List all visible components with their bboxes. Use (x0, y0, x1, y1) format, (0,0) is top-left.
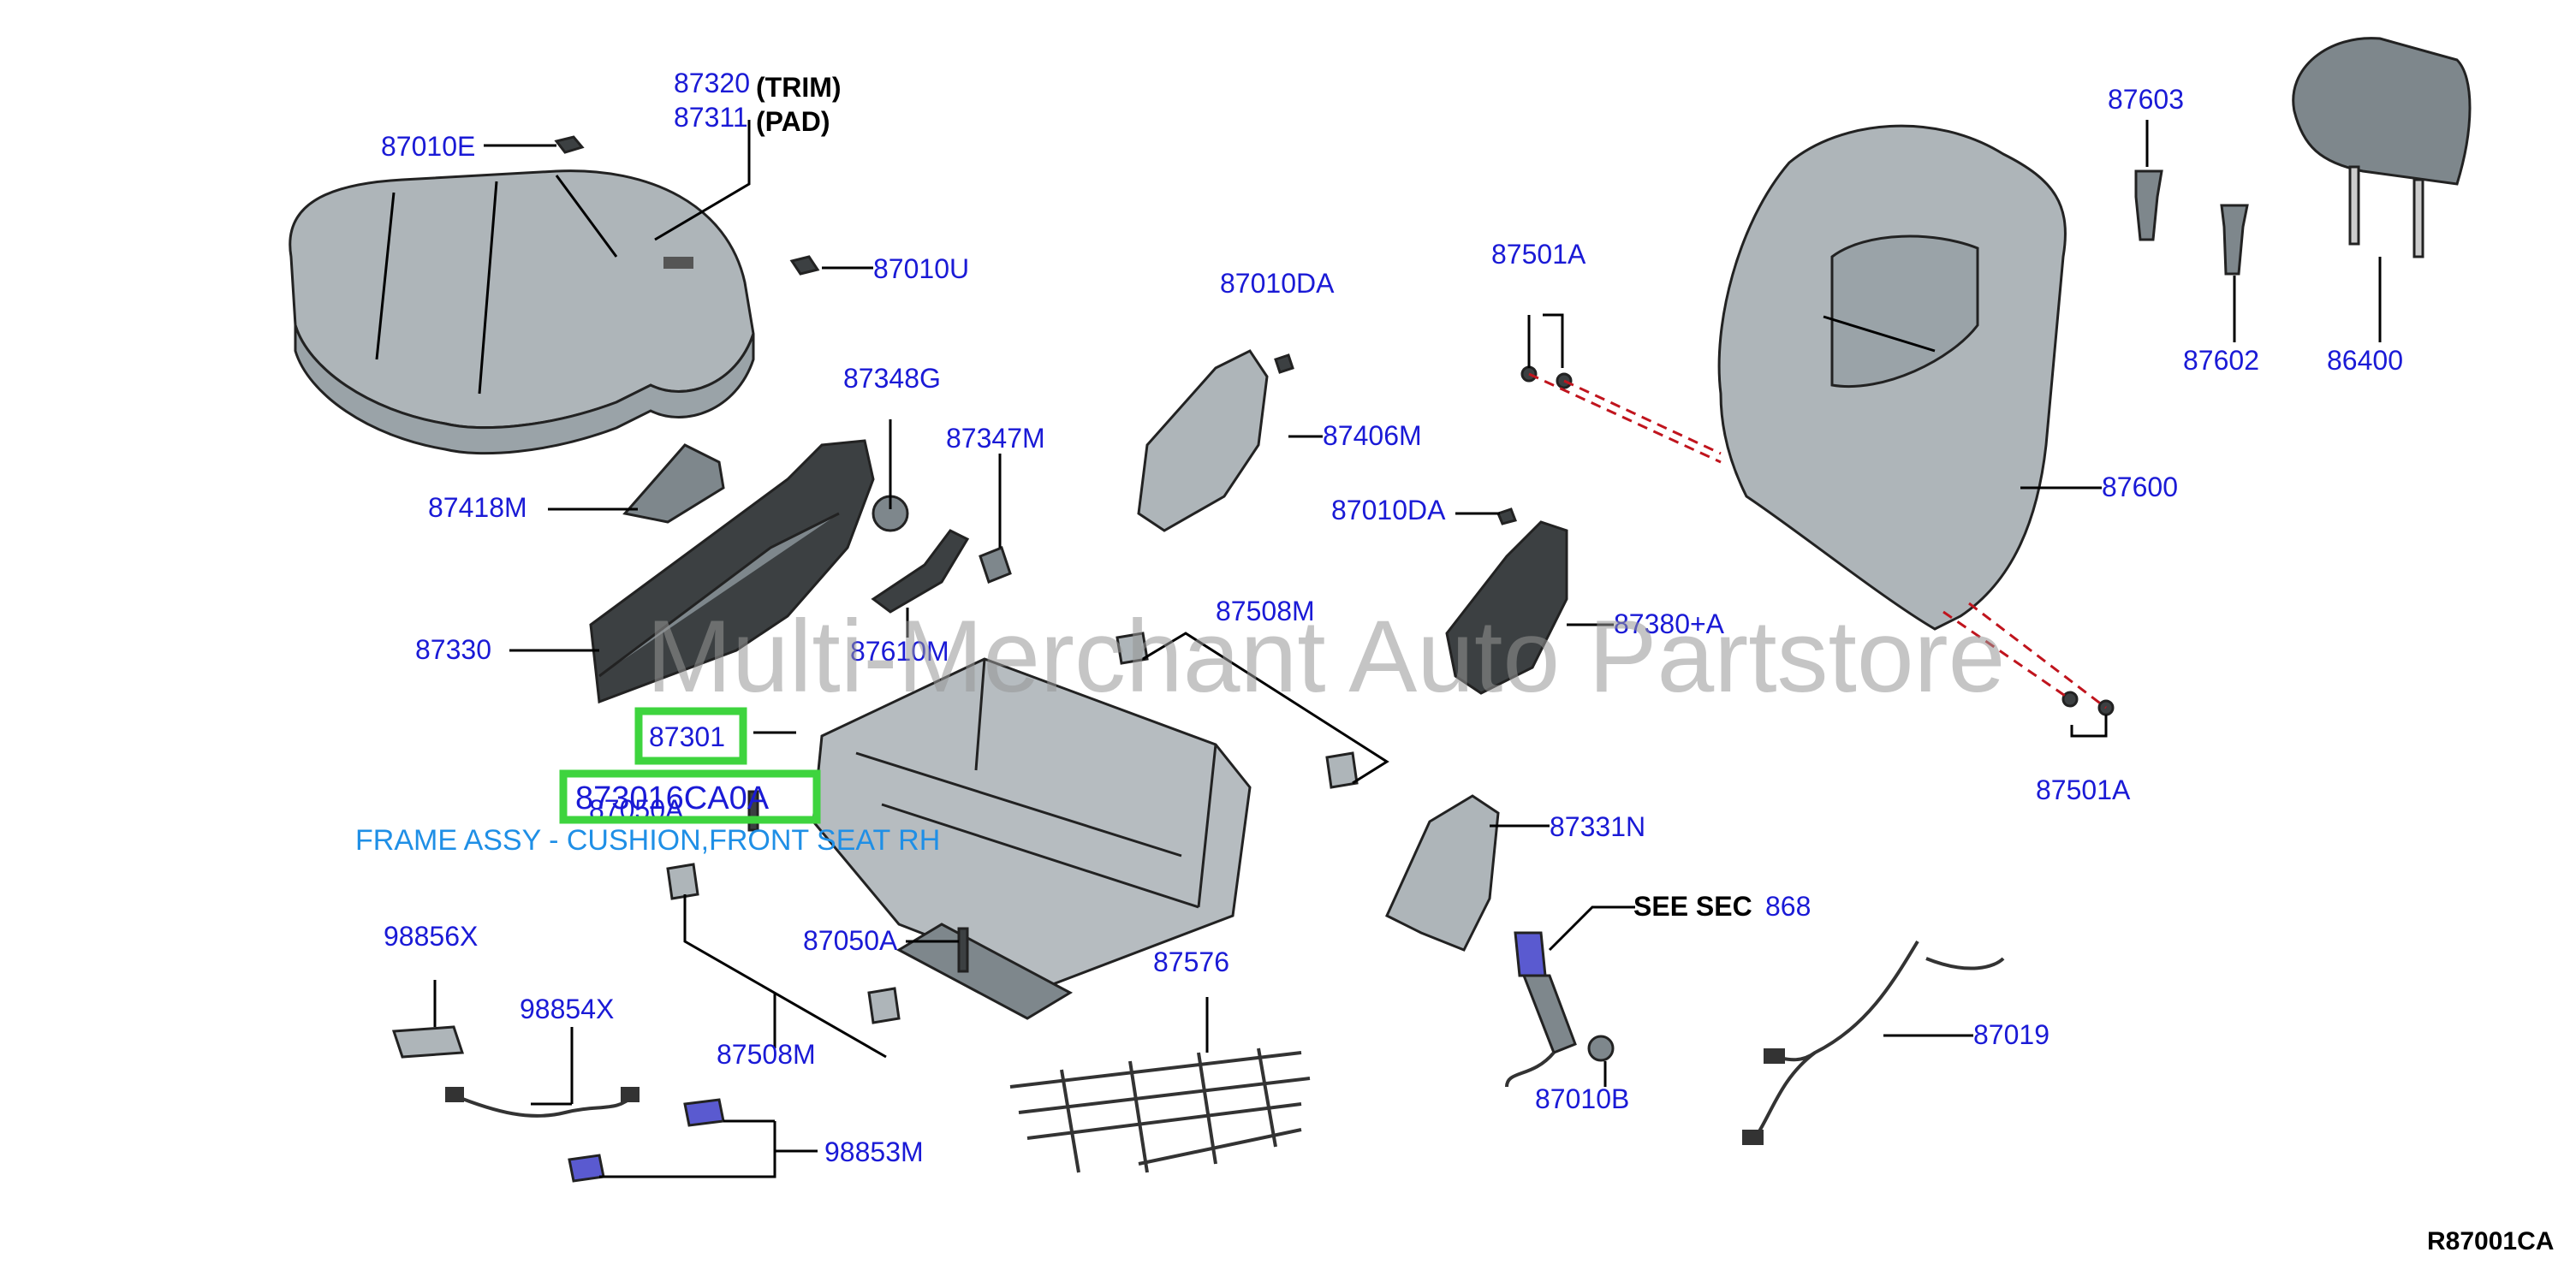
clip-87508m-top-parts (1115, 632, 1359, 789)
guide-87602-part (2220, 204, 2249, 276)
cushion-frame-87301-part (812, 657, 1252, 1020)
label-87406m[interactable]: 87406M (1323, 420, 1422, 451)
leader-lines (433, 120, 2382, 1178)
headrest-86400-part (2292, 37, 2472, 258)
label-87508m-top[interactable]: 87508M (1216, 596, 1315, 626)
label-87610m[interactable]: 87610M (850, 636, 949, 667)
cover-87331n-part (1385, 794, 1500, 952)
connector-98853m-parts (568, 1098, 725, 1183)
clip-87010u-part (789, 255, 820, 276)
label-87010b[interactable]: 87010B (1535, 1083, 1629, 1114)
highlight-box-part-number (559, 769, 821, 824)
label-87418m[interactable]: 87418M (428, 492, 527, 523)
label-98854x[interactable]: 98854X (520, 994, 614, 1024)
label-pad: (PAD) (756, 106, 830, 137)
label-87380a[interactable]: 87380+A (1614, 608, 1725, 639)
label-87010u[interactable]: 87010U (873, 253, 969, 284)
bracket-87380a-part (1445, 507, 1568, 695)
label-trim: (TRIM) (756, 72, 842, 103)
label-87019[interactable]: 87019 (1973, 1019, 2049, 1050)
lever-87347m-part (979, 546, 1012, 584)
label-87301[interactable]: 87301 (649, 721, 725, 752)
bolt-87501a-bottom-parts (2061, 691, 2115, 716)
label-87320[interactable]: 87320 (674, 68, 750, 98)
harness-87019-part (1742, 940, 2005, 1145)
label-87010e[interactable]: 87010E (381, 131, 475, 162)
bracket-87406m-part (1137, 349, 1294, 532)
clip-87508m-bottom-parts (666, 863, 901, 1024)
label-87600[interactable]: 87600 (2102, 472, 2178, 502)
highlight-box-ref (634, 707, 747, 765)
label-87602[interactable]: 87602 (2183, 345, 2259, 376)
label-87010da-top[interactable]: 87010DA (1220, 268, 1335, 299)
lever-87610m-part (871, 529, 970, 614)
seat-back-87600-part (1717, 124, 2067, 631)
highlight-description: FRAME ASSY - CUSHION,FRONT SEAT RH (355, 824, 940, 857)
highlight-part-number[interactable]: 873016CA0A (575, 780, 770, 816)
label-87348g[interactable]: 87348G (843, 363, 941, 394)
label-see-sec-868[interactable]: 868 (1765, 891, 1811, 922)
clip-87010e-part (554, 135, 585, 154)
label-87347m[interactable]: 87347M (946, 423, 1045, 454)
spring-mat-87576-part (1009, 1047, 1311, 1173)
guide-87603-part (2134, 169, 2163, 241)
label-87311[interactable]: 87311 (674, 102, 748, 133)
label-87603[interactable]: 87603 (2108, 84, 2184, 115)
label-98856x[interactable]: 98856X (384, 921, 478, 952)
label-87050a-bottom[interactable]: 87050A (803, 925, 898, 956)
label-87331n[interactable]: 87331N (1550, 811, 1645, 842)
watermark: Multi-Merchant Auto Partstore (646, 599, 2005, 714)
side-cover-87330-part (589, 439, 875, 704)
assembly-dashed-lines (1528, 372, 2107, 709)
seat-cushion-part (289, 169, 755, 455)
harness-98854x-part (445, 1087, 640, 1118)
label-98853m[interactable]: 98853M (824, 1136, 924, 1167)
label-87010da-mid[interactable]: 87010DA (1331, 495, 1446, 525)
diagram-code: R87001CA (2427, 1227, 2554, 1255)
label-see-sec: SEE SEC (1633, 891, 1752, 922)
label-87330[interactable]: 87330 (415, 634, 491, 665)
label-87501a-top[interactable]: 87501A (1491, 239, 1586, 270)
label-86400[interactable]: 86400 (2327, 345, 2403, 376)
label-87508m-bottom[interactable]: 87508M (717, 1039, 816, 1070)
label-87576[interactable]: 87576 (1153, 947, 1229, 977)
bolt-87501a-top-parts (1520, 365, 1573, 389)
label-87501a-bottom[interactable]: 87501A (2036, 774, 2131, 805)
seatbelt-buckle-part (1505, 931, 1615, 1088)
bracket-87418m-part (622, 443, 725, 524)
module-98856x-part (391, 1025, 465, 1059)
